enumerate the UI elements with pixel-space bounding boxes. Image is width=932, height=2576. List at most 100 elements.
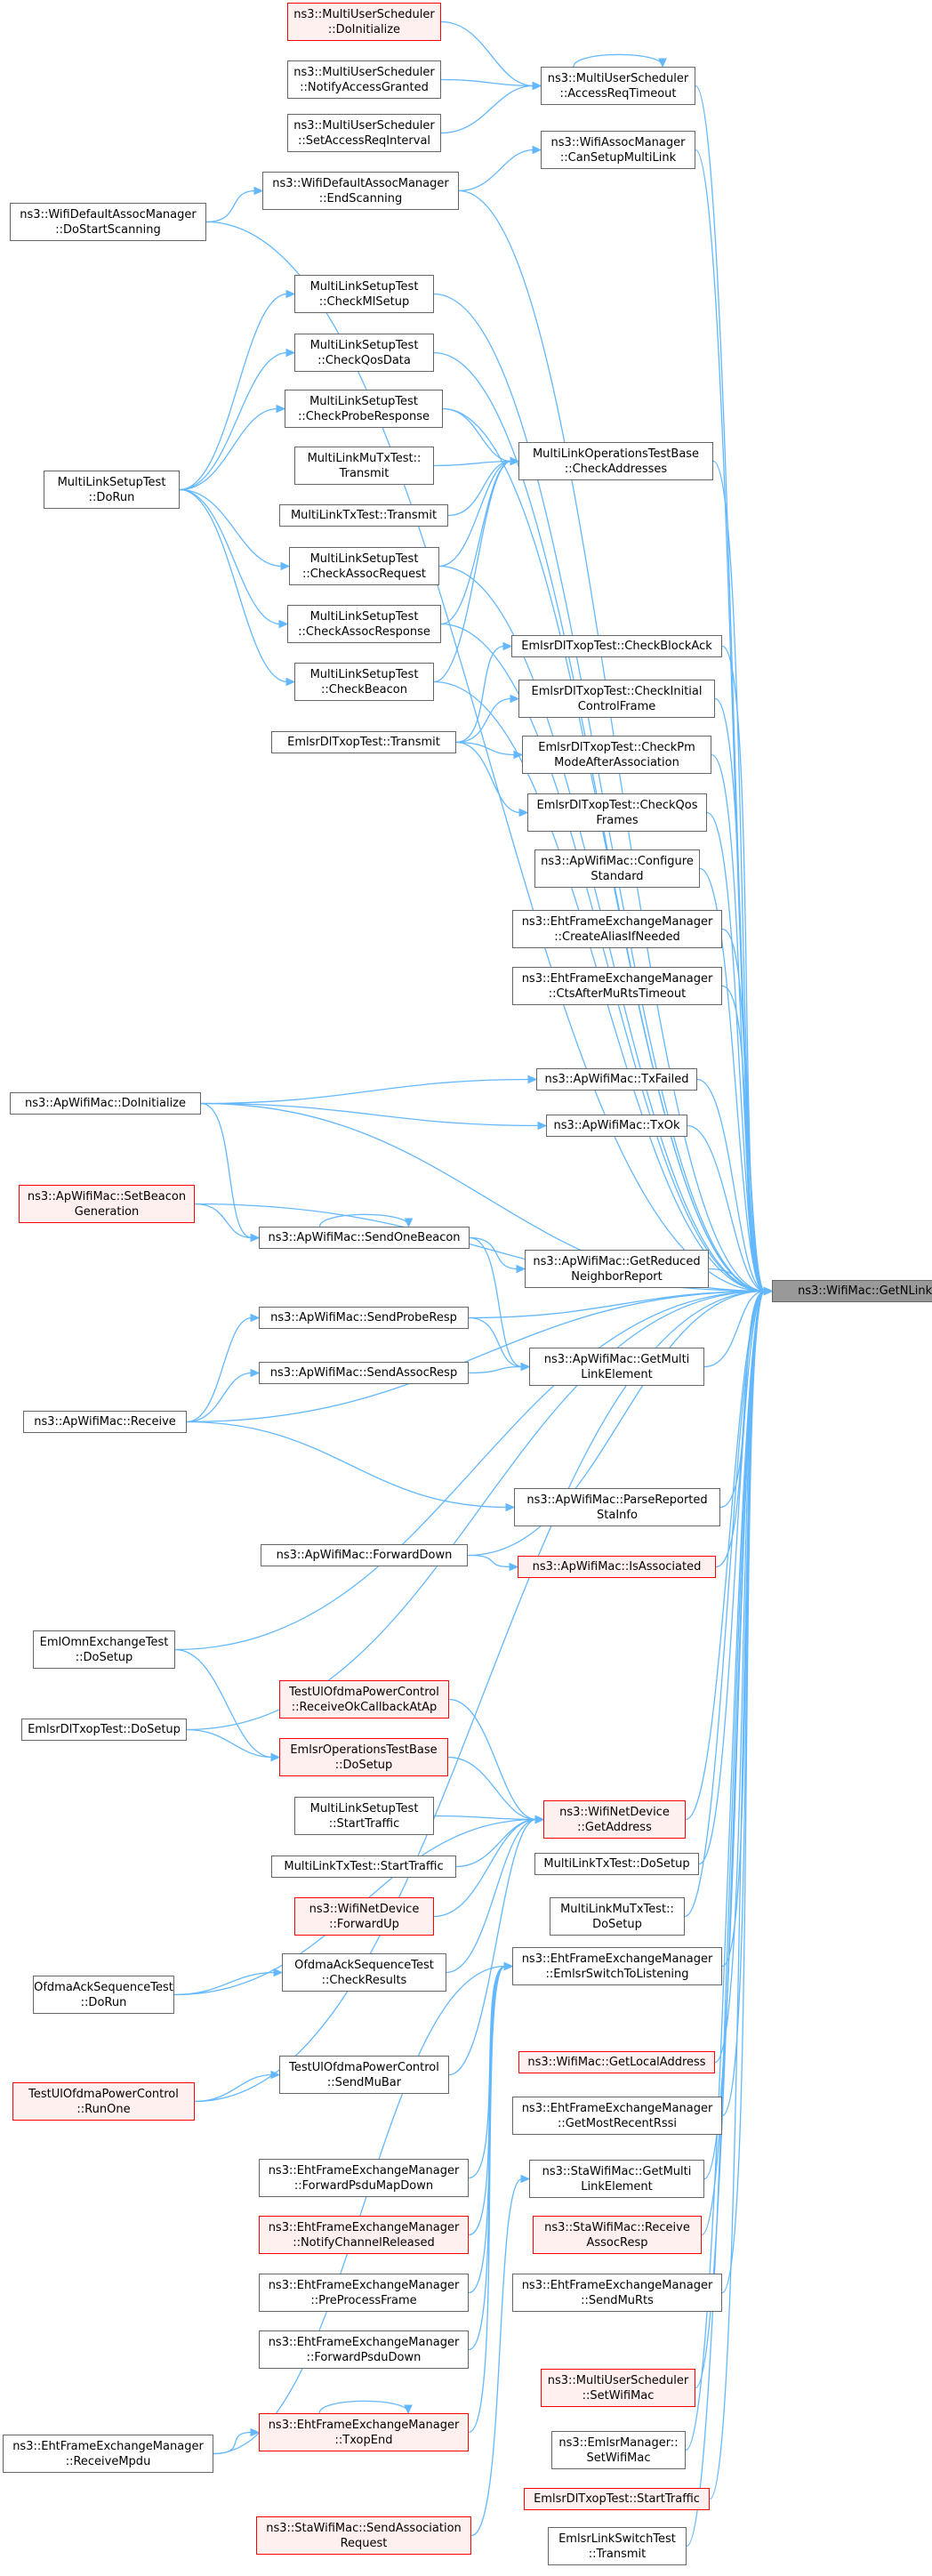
node-ap-doinit[interactable]: ns3::ApWifiMac::DoInitialize [10,1092,201,1115]
node-efem-notify[interactable]: ns3::EhtFrameExchangeManager::NotifyChan… [259,2216,469,2254]
node-mlst-beacon[interactable]: MultiLinkSetupTest::CheckBeacon [294,663,434,701]
node-eoet-dosetup[interactable]: EmlOmnExchangeTest::DoSetup [33,1630,175,1669]
node-ap-txfail[interactable]: ns3::ApWifiMac::TxFailed [536,1068,697,1091]
node-oast-check[interactable]: OfdmaAckSequenceTest::CheckResults [282,1953,446,1992]
node-eotb-dosetup[interactable]: EmlsrOperationsTestBase::DoSetup [279,1738,448,1776]
node-efem-rssi[interactable]: ns3::EhtFrameExchangeManager::GetMostRec… [512,2097,722,2135]
node-mltx-start[interactable]: MultiLinkTxTest::StartTraffic [271,1856,456,1878]
node-edtt-start[interactable]: EmlsrDlTxopTest::StartTraffic [524,2488,710,2510]
node-mlst-probe[interactable]: MultiLinkSetupTest::CheckProbeResponse [285,390,443,428]
node-label-line: ::DoStartScanning [55,222,161,237]
node-label-line: ::CheckAddresses [564,462,668,476]
edge-efem-alias-to-getnlinks [721,928,766,1292]
node-ap-isassoc[interactable]: ns3::ApWifiMac::IsAssociated [518,1556,716,1578]
node-efem-preproc[interactable]: ns3::EhtFrameExchangeManager::PreProcess… [259,2274,469,2312]
node-mus-accto[interactable]: ns3::MultiUserScheduler::AccessReqTimeou… [541,67,695,105]
node-tuopc-recv[interactable]: TestUlOfdmaPowerControl::ReceiveOkCallba… [279,1680,449,1719]
edge-edtt-tx-to-edtt-ba [455,645,505,744]
node-mlst-start[interactable]: MultiLinkSetupTest::StartTraffic [294,1797,434,1835]
edge-arrowhead [532,145,542,155]
edge-arrowhead [510,456,520,466]
edge-arrowhead [505,1502,516,1512]
node-label-line: ::ForwardPsduDown [306,2350,422,2364]
node-label-line: EmlsrDlTxopTest::CheckBlockAck [521,640,712,653]
node-ap-receive[interactable]: ns3::ApWifiMac::Receive [23,1411,187,1433]
node-label-line: MultiLinkTxTest::StartTraffic [284,1860,444,1873]
node-tuopc-runone[interactable]: TestUlOfdmaPowerControl::RunOne [12,2082,195,2121]
edge-mltx-dosetup-to-getnlinks [698,1290,766,1865]
node-efem-emlsr[interactable]: ns3::EhtFrameExchangeManager::EmlsrSwitc… [512,1947,722,1985]
node-mlst-qos[interactable]: MultiLinkSetupTest::CheckQosData [294,334,434,372]
node-mltx-tx[interactable]: MultiLinkTxTest::Transmit [279,504,448,527]
node-efem-recvmpdu[interactable]: ns3::EhtFrameExchangeManager::ReceiveMpd… [3,2435,213,2473]
node-edtt-ba[interactable]: EmlsrDlTxopTest::CheckBlockAck [511,635,722,657]
edge-arrowhead [273,1968,284,1977]
node-mus-notify[interactable]: ns3::MultiUserScheduler::NotifyAccessGra… [287,60,441,99]
node-mlmu-dosetup[interactable]: MultiLinkMuTxTest::DoSetup [550,1897,685,1936]
node-label-line: Request [340,2536,388,2550]
node-wm-getlocal[interactable]: ns3::WifiMac::GetLocalAddress [518,2051,715,2073]
node-wdam-dostart[interactable]: ns3::WifiDefaultAssocManager::DoStartSca… [10,203,206,241]
node-label-line: ModeAfterAssociation [554,755,679,769]
node-mlmu-tx[interactable]: MultiLinkMuTxTest::Transmit [294,447,434,485]
node-label-line: ns3::ApWifiMac::SendAssocResp [269,1366,458,1380]
node-edtt-tx[interactable]: EmlsrDlTxopTest::Transmit [271,731,456,753]
node-mus-doinit[interactable]: ns3::MultiUserScheduler::DoInitialize [287,3,441,41]
edge-arrowhead [534,1815,545,1824]
edge-arrowhead [278,619,289,629]
node-ap-sendassoc[interactable]: ns3::ApWifiMac::SendAssocResp [259,1362,469,1384]
edge-edtt-tx-to-edtt-qos [455,741,521,814]
node-wnd-fwdup[interactable]: ns3::WifiNetDevice::ForwardUp [294,1897,434,1936]
edge-ap-doinit-to-ap-sendbeacon [200,1102,253,1239]
edge-ap-sendbeacon-to-ap-getrnr [469,1236,518,1270]
node-mlst-dorun[interactable]: MultiLinkSetupTest::DoRun [44,471,180,509]
node-mlot-addr[interactable]: MultiLinkOperationsTestBase::CheckAddres… [518,442,713,480]
node-label-line: TestUlOfdmaPowerControl [28,2087,179,2101]
edge-arrowhead [510,694,520,704]
node-wdam-endscan[interactable]: ns3::WifiDefaultAssocManager::EndScannin… [262,172,459,210]
edge-mus-setacc-to-mus-accto [440,85,534,134]
node-edtt-dosetup[interactable]: EmlsrDlTxopTest::DoSetup [21,1719,187,1741]
node-elst-tx[interactable]: EmlsrLinkSwitchTest::Transmit [548,2527,687,2565]
node-ap-sendprobe[interactable]: ns3::ApWifiMac::SendProbeResp [259,1307,469,1329]
node-ap-fwddown[interactable]: ns3::ApWifiMac::ForwardDown [261,1544,468,1566]
edge-arrowhead [250,1233,261,1243]
node-ap-sendbeacon[interactable]: ns3::ApWifiMac::SendOneBeacon [259,1227,470,1249]
node-mlst-ml[interactable]: MultiLinkSetupTest::CheckMlSetup [294,275,434,313]
node-label-line: MultiLinkSetupTest [309,667,419,681]
node-efem-alias[interactable]: ns3::EhtFrameExchangeManager::CreateAlia… [512,910,722,948]
node-label-line: ::Transmit [588,2547,647,2561]
node-label-line: ::DoSetup [334,1758,393,1772]
node-mus-setwifimac[interactable]: ns3::MultiUserScheduler::SetWifiMac [541,2369,695,2407]
node-wnd-getaddr[interactable]: ns3::WifiNetDevice::GetAddress [543,1800,686,1839]
node-efem-sendmurts[interactable]: ns3::EhtFrameExchangeManager::SendMuRts [512,2274,722,2312]
node-mlst-aresp[interactable]: MultiLinkSetupTest::CheckAssocResponse [287,605,441,643]
node-mlst-areq[interactable]: MultiLinkSetupTest::CheckAssocRequest [289,547,439,585]
edge-mus-doinit-to-mus-accto [440,20,534,87]
node-efem-fwdpsdumap[interactable]: ns3::EhtFrameExchangeManager::ForwardPsd… [259,2159,469,2197]
node-label-line: ::CheckQosData [317,353,411,367]
node-wam-canml[interactable]: ns3::WifiAssocManager::CanSetupMultiLink [541,131,695,169]
node-mus-setacc[interactable]: ns3::MultiUserScheduler::SetAccessReqInt… [287,114,441,152]
node-ap-txok[interactable]: ns3::ApWifiMac::TxOk [546,1115,687,1137]
node-label-line: EmlsrDlTxopTest::CheckQos [536,798,698,812]
node-efem-fwdpsdu[interactable]: ns3::EhtFrameExchangeManager::ForwardPsd… [259,2330,469,2369]
node-em-setwifimac[interactable]: ns3::EmlsrManager::SetWifiMac [551,2431,686,2469]
node-tuopc-sendmu[interactable]: TestUlOfdmaPowerControl::SendMuBar [279,2056,449,2094]
node-efem-cts[interactable]: ns3::EhtFrameExchangeManager::CtsAfterMu… [512,967,722,1005]
node-oast-dorun[interactable]: OfdmaAckSequenceTest::DoRun [33,1976,174,2014]
node-label-line: ::SendMuRts [581,2293,654,2307]
node-efem-txopend[interactable]: ns3::EhtFrameExchangeManager::TxopEnd [259,2413,469,2451]
node-mltx-dosetup[interactable]: MultiLinkTxTest::DoSetup [534,1853,699,1875]
